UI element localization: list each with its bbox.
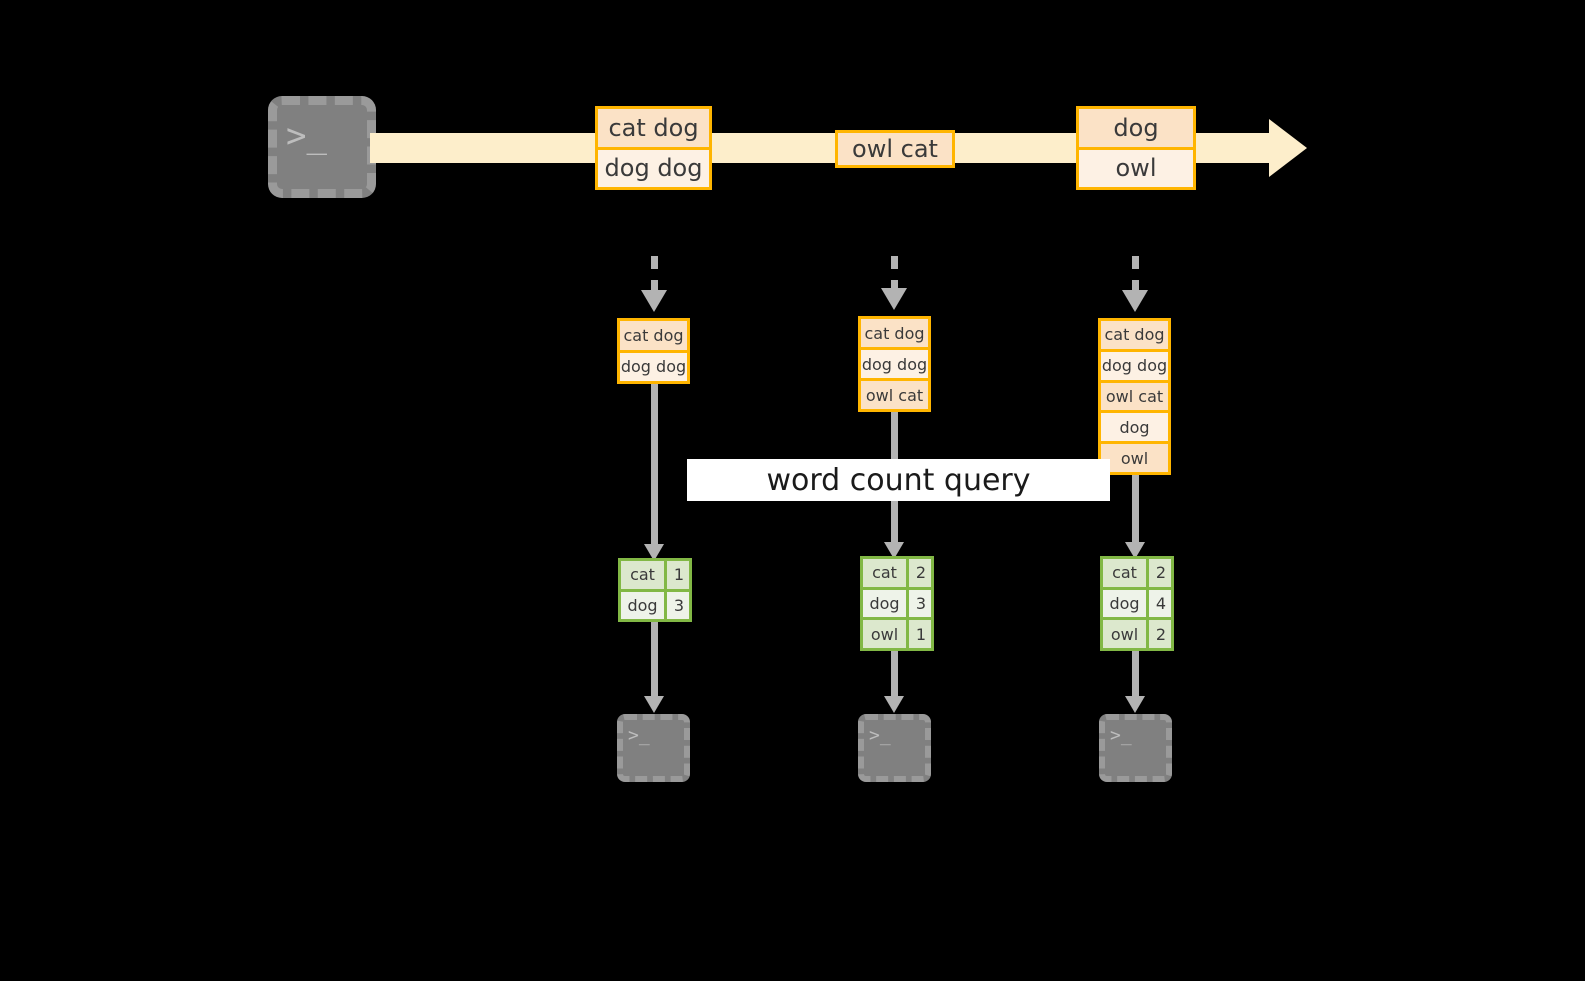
snapshot-1-inbound-dashed-line <box>651 256 658 292</box>
snapshot-2-inbound-dashed-line <box>891 256 898 290</box>
snapshot-2-consumer-terminal-icon: >_ <box>858 714 931 782</box>
snapshot-1-accumulated-buffer: cat dog dog dog <box>617 318 690 384</box>
snapshot-1-result-table: cat 1 dog 3 <box>618 558 692 622</box>
snapshot-3-consumer-terminal-icon: >_ <box>1099 714 1172 782</box>
table-cell-count: 3 <box>909 589 931 618</box>
snapshot-1-query-arrow-head-icon <box>644 544 664 561</box>
table-cell-count: 3 <box>667 591 689 619</box>
table-cell-count: 2 <box>909 559 931 587</box>
snapshot-2-accumulated-buffer: cat dog dog dog owl cat <box>858 316 931 412</box>
snapshot-3-result-table: cat 2 dog 4 owl 2 <box>1100 556 1174 651</box>
buffer-line: dog <box>1101 410 1168 442</box>
stream-arrow-head-icon <box>1269 119 1307 177</box>
buffer-line: dog dog <box>861 347 928 378</box>
buffer-line: owl cat <box>1101 379 1168 411</box>
stream-message-batch-3: dog owl <box>1076 106 1196 190</box>
buffer-line: owl <box>1101 441 1168 472</box>
buffer-line: cat dog <box>620 321 687 350</box>
terminal-prompt-glyph: >_ <box>869 725 891 746</box>
table-row: owl 2 <box>1103 617 1171 649</box>
stream-message-line: dog <box>1079 109 1193 147</box>
snapshot-1-output-arrow-head-icon <box>644 696 664 713</box>
stream-message-line: owl cat <box>838 133 952 165</box>
stream-message-batch-2: owl cat <box>835 130 955 168</box>
table-cell-word: owl <box>863 620 909 649</box>
stream-message-line: dog dog <box>598 146 709 187</box>
table-row: dog 4 <box>1103 586 1171 618</box>
snapshot-2-result-table: cat 2 dog 3 owl 1 <box>860 556 934 651</box>
table-row: dog 3 <box>621 588 689 619</box>
table-row: owl 1 <box>863 617 931 649</box>
table-cell-count: 1 <box>909 620 931 649</box>
table-cell-count: 2 <box>1149 620 1171 649</box>
buffer-line: cat dog <box>1101 321 1168 349</box>
table-cell-word: dog <box>621 591 667 619</box>
buffer-line: dog dog <box>620 349 687 381</box>
stream-message-batch-1: cat dog dog dog <box>595 106 712 190</box>
snapshot-1-consumer-terminal-icon: >_ <box>617 714 690 782</box>
table-cell-word: owl <box>1103 620 1149 649</box>
snapshot-3-inbound-arrow-head-icon <box>1122 290 1148 312</box>
table-cell-word: cat <box>621 561 667 589</box>
table-cell-count: 4 <box>1149 589 1171 618</box>
snapshot-3-inbound-dashed-line <box>1132 256 1139 292</box>
snapshot-3-query-line <box>1132 475 1139 542</box>
table-cell-word: dog <box>1103 589 1149 618</box>
table-cell-count: 2 <box>1149 559 1171 587</box>
terminal-prompt-glyph: >_ <box>628 725 650 746</box>
table-cell-word: dog <box>863 589 909 618</box>
stream-message-line: cat dog <box>598 109 709 147</box>
terminal-prompt-glyph: >_ <box>1110 725 1132 746</box>
stream-message-line: owl <box>1079 146 1193 187</box>
snapshot-2-inbound-arrow-head-icon <box>881 288 907 310</box>
producer-terminal-icon: >_ <box>268 96 376 198</box>
snapshot-2-query-arrow-head-icon <box>884 542 904 559</box>
buffer-line: owl cat <box>861 378 928 409</box>
snapshot-2-output-arrow-head-icon <box>884 696 904 713</box>
table-row: cat 1 <box>621 561 689 589</box>
snapshot-1-inbound-arrow-head-icon <box>641 290 667 312</box>
buffer-line: dog dog <box>1101 348 1168 380</box>
table-row: cat 2 <box>1103 559 1171 587</box>
snapshot-3-accumulated-buffer: cat dog dog dog owl cat dog owl <box>1098 318 1171 475</box>
snapshot-1-output-line <box>651 622 658 696</box>
query-label: word count query <box>687 459 1110 501</box>
table-row: dog 3 <box>863 586 931 618</box>
buffer-line: cat dog <box>861 319 928 347</box>
table-row: cat 2 <box>863 559 931 587</box>
snapshot-2-output-line <box>891 651 898 696</box>
table-cell-count: 1 <box>667 561 689 589</box>
snapshot-3-output-arrow-head-icon <box>1125 696 1145 713</box>
snapshot-3-output-line <box>1132 651 1139 696</box>
snapshot-3-query-arrow-head-icon <box>1125 542 1145 559</box>
table-cell-word: cat <box>1103 559 1149 587</box>
snapshot-1-query-line <box>651 384 658 544</box>
terminal-prompt-glyph: >_ <box>286 116 327 156</box>
table-cell-word: cat <box>863 559 909 587</box>
query-label-text: word count query <box>766 462 1031 498</box>
